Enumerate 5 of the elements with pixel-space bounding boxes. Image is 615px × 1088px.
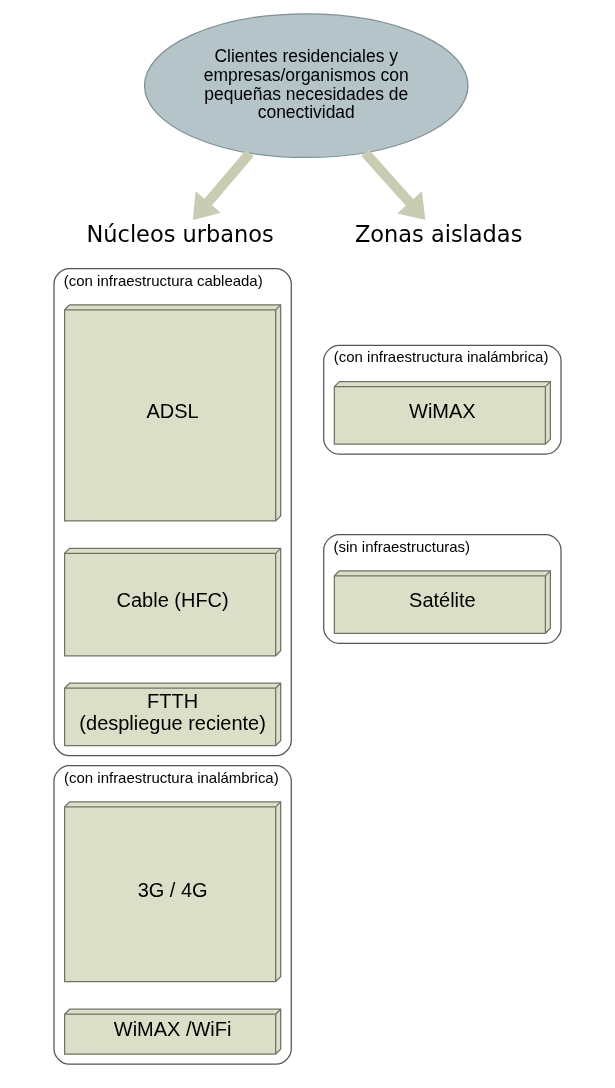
node-text: Núcleos urbanos xyxy=(86,220,274,247)
arrow xyxy=(192,149,254,220)
arrow xyxy=(361,149,426,221)
node-ellipse: Clientes residenciales y empresas/organismos con pequeñas necesidades de conectividad xyxy=(143,13,469,159)
node-text: Zonas aisladas xyxy=(354,220,523,247)
